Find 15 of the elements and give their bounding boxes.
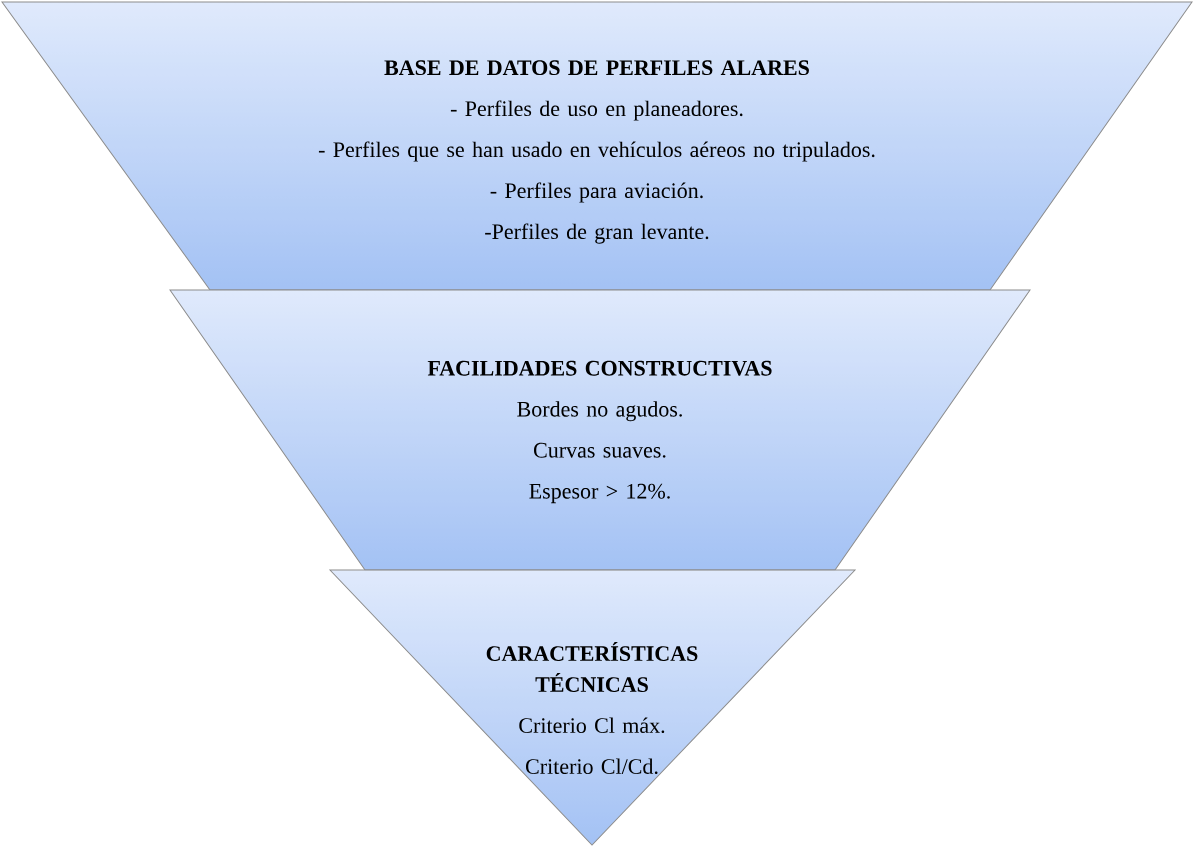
list-item: Curvas suaves.	[534, 442, 666, 458]
list-item: - Perfiles para aviación.	[490, 182, 703, 203]
funnel-section	[329, 569, 856, 846]
list-item: Espesor > 12%.	[529, 483, 670, 504]
funnel-section	[169, 289, 1031, 571]
list-item: Criterio Cl máx.	[519, 717, 665, 734]
section-heading: FACILIDADES CONSTRUCTIVAS	[427, 360, 772, 376]
list-item: -Perfiles de gran levante.	[485, 223, 709, 244]
list-item: - Perfiles que se han usado en vehículos aéreos no tripulados.	[318, 141, 875, 162]
funnel-section	[1, 1, 1193, 291]
list-item: Criterio Cl/Cd.	[526, 758, 658, 775]
list-item: - Perfiles de uso en planeadores.	[450, 100, 743, 121]
list-item: Bordes no agudos.	[517, 401, 682, 422]
section-heading: BASE DE DATOS DE PERFILES ALARES	[384, 60, 809, 76]
section-heading: CARACTERÍSTICAS TÉCNICAS	[486, 641, 698, 692]
